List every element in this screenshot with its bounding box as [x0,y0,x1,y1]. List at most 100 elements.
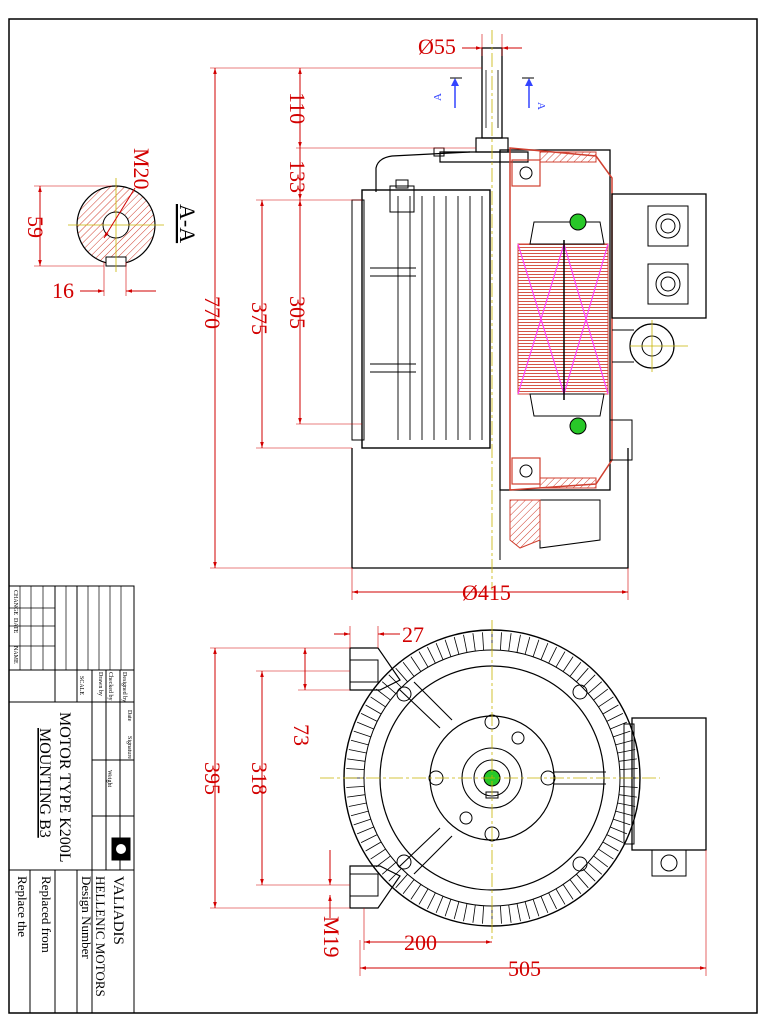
cooling-fin [508,633,512,652]
dim-375: 375 [247,302,272,335]
cooling-fin [395,667,408,683]
side-view [351,30,707,590]
cooling-fin [508,904,512,923]
cooling-fin [381,862,397,875]
cooling-fin [370,696,386,708]
section-arrow-label-right: A [535,102,547,110]
signature-label: Signature [126,736,132,759]
cooling-fin [532,639,540,657]
revision-name-label: NAME [12,646,18,664]
dim-27: 27 [402,622,424,647]
cooling-fin [587,681,603,694]
cooling-fin [610,721,628,730]
bearing-bottom [569,417,587,435]
cooling-fin [360,834,378,843]
cooling-fin [402,661,415,677]
dim-318: 318 [247,762,272,795]
title-block [8,585,135,1014]
revision-change-label: CHANGE [12,590,18,615]
cooling-fin [381,681,397,694]
cooling-fin [472,633,476,652]
dim-thread-m20: M20 [129,148,154,190]
dim-overall-770: 770 [200,296,225,329]
cooling-fin [356,826,374,835]
cooling-fin [562,656,574,672]
dim-73: 73 [289,724,314,746]
bearing-top [569,213,587,231]
scale-label: SCALE [78,676,84,695]
cooling-fin [613,818,631,826]
cooling-fin [582,674,596,688]
cooling-fin [524,901,531,920]
cooling-fin [395,873,408,889]
cooling-fin [348,802,367,807]
cooling-fin [569,661,582,677]
dim-frame-diameter: Ø415 [462,580,511,605]
cooling-fin [555,888,566,905]
cooling-fin [582,868,596,882]
weight-label: Weight [106,770,112,788]
front-view [320,620,707,940]
cooling-fin [347,794,366,798]
cooling-fin [606,834,624,843]
cooling-fin [347,758,366,762]
stator-winding [517,243,609,395]
dim-shaft-diameter: Ø55 [418,34,456,59]
dim-bolt-m19: M19 [319,916,344,958]
cooling-fin [444,639,452,657]
cooling-fin [524,636,531,655]
cooling-fin [360,713,378,722]
dim-395: 395 [200,762,225,795]
cooling-fin [388,868,402,882]
cooling-fin [346,786,365,788]
dim-133: 133 [285,160,310,193]
cooling-fin [410,656,422,672]
cooling-fin [356,721,374,730]
cooling-fin [532,899,540,917]
cooling-fin [540,642,549,660]
cooling-fin [606,713,624,722]
cooling-fin [375,688,391,701]
company-subtitle: HELLENIC MOTORS [93,876,108,997]
front-dimensions [210,626,707,976]
cooling-fin [598,696,614,708]
cooling-fin [548,892,557,910]
cooling-fin [619,786,638,788]
cooling-fin [427,646,436,664]
cooling-fin [602,704,619,715]
cooling-fin [463,903,468,922]
cooling-fin [500,632,502,651]
replace-the-label: Replace the [15,876,30,937]
cooling-fin [619,768,638,770]
stator-housing [499,149,611,491]
replaced-from-label: Replaced from [39,876,54,953]
cooling-fin [365,704,382,715]
foot-top [349,647,401,691]
cooling-fin [353,730,371,738]
cooling-fin [435,896,444,914]
fan-cover [351,448,629,569]
cooling-fin [348,749,367,754]
drawing-border [8,18,758,1014]
cooling-fin [516,634,521,653]
cooling-fin [576,873,589,889]
section-view [34,178,164,296]
cooling-fin [548,646,557,664]
dim-305: 305 [285,296,310,329]
cooling-fin [587,862,603,875]
cooling-fin [402,879,415,895]
cooling-fin [350,810,369,817]
cooling-fin [410,884,422,900]
drawing-title-line1: MOTOR TYPE K200L [56,712,73,863]
cooling-fin [613,730,631,738]
dim-200: 200 [404,930,437,955]
date-label: Date [126,710,132,722]
cooling-fin [453,636,460,655]
motor-frame [361,189,491,449]
drawing-title-line2: MOUNTING B3 [36,728,53,838]
designed-by-label: Designed by [121,672,127,702]
cooling-fin [418,651,429,668]
cooling-fin [500,905,502,924]
cooling-fin [472,904,476,923]
